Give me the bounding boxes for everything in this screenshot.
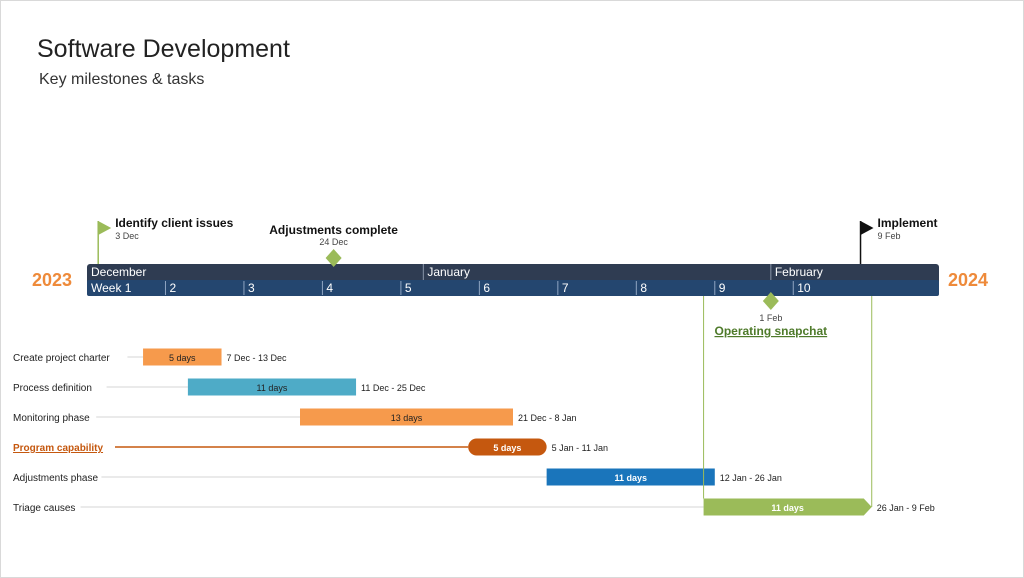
diamond-icon xyxy=(762,292,779,310)
week-label: 3 xyxy=(248,281,255,295)
task-name: Program capability xyxy=(13,443,103,454)
milestone-label: Operating snapchat xyxy=(714,324,827,338)
task-bar xyxy=(703,498,872,516)
week-label: 2 xyxy=(169,281,176,295)
task-label-bg xyxy=(9,350,128,364)
week-band xyxy=(87,280,939,296)
task-label-bg xyxy=(9,440,115,454)
task-name: Process definition xyxy=(13,383,92,394)
year-end-label: 2024 xyxy=(948,270,988,290)
task-date-range: 26 Jan - 9 Feb xyxy=(877,503,935,513)
task-duration-label: 11 days xyxy=(771,503,804,513)
task-date-range: 21 Dec - 8 Jan xyxy=(518,413,577,423)
task-name: Create project charter xyxy=(13,353,110,364)
task-date-range: 5 Jan - 11 Jan xyxy=(552,443,608,453)
week-label: 7 xyxy=(562,281,569,295)
flag-icon xyxy=(860,221,874,235)
week-label: Week 1 xyxy=(91,281,132,295)
month-label: January xyxy=(427,265,470,279)
month-label: December xyxy=(91,265,146,279)
task-bar xyxy=(187,378,357,396)
week-label: 9 xyxy=(719,281,726,295)
diamond-icon xyxy=(325,249,342,267)
task-duration-label: 13 days xyxy=(391,413,423,423)
month-label: February xyxy=(775,265,823,279)
flag-icon xyxy=(98,221,112,235)
task-label-bg xyxy=(9,500,81,514)
task-bar xyxy=(300,408,513,426)
milestone-date: 9 Feb xyxy=(878,231,901,241)
week-label: 6 xyxy=(483,281,490,295)
week-label: 4 xyxy=(326,281,333,295)
task-duration-label: 5 days xyxy=(493,443,521,453)
milestone-date: 24 Dec xyxy=(319,237,348,247)
milestone-label: Adjustments complete xyxy=(269,223,398,237)
task-bar xyxy=(143,348,222,366)
task-bar xyxy=(468,438,547,456)
milestone-date: 3 Dec xyxy=(115,231,139,241)
task-duration-label: 11 days xyxy=(614,473,647,483)
chart-subtitle: Key milestones & tasks xyxy=(39,71,204,88)
task-date-range: 7 Dec - 13 Dec xyxy=(227,353,288,363)
task-name: Adjustments phase xyxy=(13,473,98,484)
task-label-bg xyxy=(9,380,107,394)
week-label: 10 xyxy=(797,281,811,295)
task-name: Monitoring phase xyxy=(13,413,90,424)
task-duration-label: 11 days xyxy=(257,383,288,393)
task-bar xyxy=(546,468,715,486)
task-date-range: 12 Jan - 26 Jan xyxy=(720,473,782,483)
milestone-label: Identify client issues xyxy=(115,216,233,230)
task-name: Triage causes xyxy=(13,503,75,514)
milestone-date: 1 Feb xyxy=(759,313,782,323)
chart-title: Software Development xyxy=(37,35,290,63)
task-label-bg xyxy=(9,410,97,424)
task-label-bg xyxy=(9,470,102,484)
week-label: 8 xyxy=(640,281,647,295)
year-start-label: 2023 xyxy=(32,270,72,290)
task-duration-label: 5 days xyxy=(169,353,196,363)
milestone-label: Implement xyxy=(878,216,938,230)
task-date-range: 11 Dec - 25 Dec xyxy=(361,383,426,393)
week-label: 5 xyxy=(405,281,412,295)
